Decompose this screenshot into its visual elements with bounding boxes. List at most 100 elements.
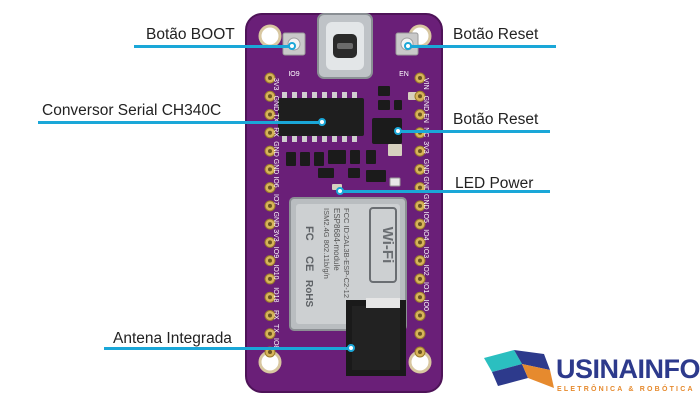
header-pin-hole (268, 76, 272, 80)
header-pin-hole (418, 185, 422, 190)
header-pin-hole (268, 313, 272, 318)
logo-name: USINAINFO (556, 354, 700, 384)
pin-label: TX (272, 113, 279, 122)
header-pin-hole (418, 331, 422, 336)
header-pin-hole (418, 167, 422, 172)
pin-label: IO10 (272, 264, 279, 279)
pin-label: IO1 (422, 282, 429, 293)
pin-label: RX (272, 127, 279, 137)
header-pin-hole (268, 350, 272, 354)
callout-dot-reset-mid (394, 127, 402, 135)
left-pin-labels: 3V3GNDTXRXGNDGNDIO6IO7GND3V3IO9IO10IO18R… (272, 78, 279, 349)
pin-label: IO6 (272, 176, 279, 187)
header-pin-hole (418, 222, 422, 227)
pin-label: VIN (422, 78, 429, 90)
power-led (389, 177, 401, 187)
header-pin-hole (268, 258, 272, 263)
pin-label: 3V3 (272, 78, 279, 91)
pin-label: 3V3 (272, 229, 279, 242)
right-pin-labels: VINGNDENNC3V3GNDGNDGNDIO5IO4IO3IO2IO1IO0 (422, 78, 429, 311)
module-ism: ISM2.4G 802.11b/g/n (322, 208, 331, 279)
pin-label: IO9 (272, 247, 279, 258)
left-header-pins (264, 72, 276, 358)
pin-label: GND (272, 159, 279, 175)
callout-dot-serial (318, 118, 326, 126)
callout-dot-boot (288, 42, 296, 50)
module-rohs-mark: RoHS (303, 280, 314, 308)
pin-label: IO5 (422, 212, 429, 223)
callout-dot-antenna (347, 344, 355, 352)
pin-label: GND (422, 96, 429, 112)
header-pin-hole (418, 203, 422, 208)
pin-label: GND (422, 194, 429, 210)
silk-en: EN (399, 71, 409, 78)
header-pin-hole (418, 350, 422, 354)
label-reset-button-top: Botão Reset (453, 26, 539, 43)
callout-line-boot (134, 45, 292, 48)
header-pin-hole (418, 112, 422, 117)
label-led-power: LED Power (455, 175, 534, 192)
header-pin-hole (418, 258, 422, 263)
pin-label: GND (272, 96, 279, 112)
pin-label: IO4 (422, 229, 429, 240)
pin-label: GND (422, 159, 429, 175)
header-pin-hole (268, 94, 272, 99)
voltage-regulator (372, 118, 402, 144)
mount-hole (258, 24, 282, 48)
pin-label: IO18 (272, 287, 279, 302)
callout-line-reset-top (408, 45, 556, 48)
header-pin-hole (268, 203, 272, 208)
pin-label: EN (422, 113, 429, 123)
header-pin-hole (268, 185, 272, 190)
label-integrated-antenna: Antena Integrada (113, 330, 232, 347)
wifi-logo-icon (369, 207, 397, 283)
ch340c-chip (278, 98, 364, 136)
header-pin-hole (268, 295, 272, 300)
header-pin-hole (418, 295, 422, 300)
pin-label: GND (272, 141, 279, 157)
label-reset-button-mid: Botão Reset (453, 111, 539, 128)
module-ce-mark: CE (303, 256, 315, 271)
pin-label: IO7 (272, 194, 279, 205)
callout-dot-led (336, 187, 344, 195)
module-fc-mark: FC (303, 226, 315, 241)
header-pin-hole (268, 149, 272, 154)
header-pin-hole (268, 112, 272, 117)
pin-label: IO3 (422, 247, 429, 258)
pin-label: GND (422, 176, 429, 192)
silk-boot: IO9 (288, 71, 299, 78)
header-pin-hole (268, 276, 272, 281)
pin-label: IO2 (422, 264, 429, 275)
header-pin-hole (268, 167, 272, 172)
header-pin-hole (268, 130, 272, 135)
header-pin-hole (418, 240, 422, 245)
header-pin-hole (418, 94, 422, 99)
module-name: ESP8684-module (332, 208, 341, 271)
pin-label: TX (272, 324, 279, 333)
callout-line-serial (38, 121, 322, 124)
pin-label: 3V3 (422, 141, 429, 154)
pin-label: GND (272, 212, 279, 228)
label-serial-converter: Conversor Serial CH340C (42, 102, 222, 119)
callout-line-led (340, 190, 550, 193)
pin-label: IO0 (422, 300, 429, 311)
header-pin-hole (418, 313, 422, 318)
pin-label: IO8 (272, 338, 279, 349)
header-pin-hole (418, 76, 422, 80)
callout-line-reset-mid (398, 130, 550, 133)
header-pin-hole (268, 331, 272, 336)
header-pin-hole (418, 149, 422, 154)
logo-tagline: ELETRÔNICA & ROBÓTICA (557, 386, 695, 393)
header-pin-hole (268, 240, 272, 245)
callout-dot-reset-top (404, 42, 412, 50)
label-boot-button: Botão BOOT (146, 26, 235, 43)
usinainfo-logo-icon (484, 350, 554, 388)
pin-label: RX (272, 310, 279, 320)
callout-line-antenna (104, 347, 352, 350)
wifi-logo-text: Wi-Fi (379, 227, 396, 264)
header-pin-hole (268, 222, 272, 227)
header-pin-hole (418, 276, 422, 281)
module-fcc-id: FCC ID:2AL3B-ESP-C2-12 (342, 208, 351, 298)
